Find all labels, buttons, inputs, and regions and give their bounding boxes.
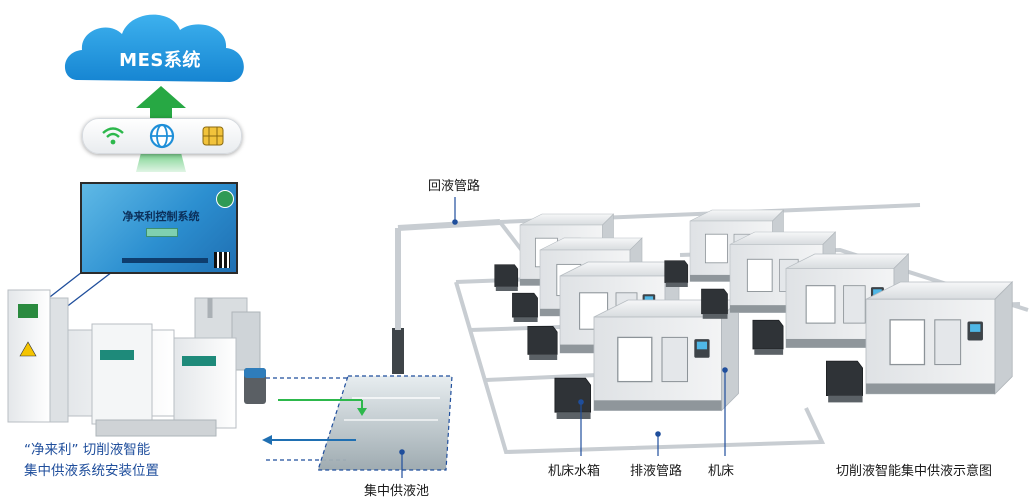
qr-code-icon xyxy=(214,252,230,268)
control-system-screen: 净来利控制系统 xyxy=(80,182,238,274)
screen-footer-bar xyxy=(122,258,208,263)
mes-cloud xyxy=(64,14,244,83)
machine-label: 机床 xyxy=(708,464,735,479)
supply-station xyxy=(7,289,348,461)
screen-login-button xyxy=(146,228,178,237)
brand-logo-icon xyxy=(216,190,234,208)
mes-cloud-label: MES系统 xyxy=(119,50,201,71)
connectivity-panel xyxy=(82,118,242,154)
supply-pool xyxy=(317,219,501,471)
sim-card-icon xyxy=(202,126,224,146)
globe-icon xyxy=(149,123,175,149)
supply-pool-label: 集中供液池 xyxy=(364,484,430,499)
diagram-caption: 切削液智能集中供液示意图 xyxy=(836,464,993,479)
cnc-machine xyxy=(554,298,740,419)
wifi-icon xyxy=(102,127,124,145)
label-leaders xyxy=(399,197,728,478)
cnc-machine xyxy=(826,280,1014,403)
machines xyxy=(494,209,1014,419)
return-pipe-label: 回液管路 xyxy=(428,179,481,194)
control-screen-title: 净来利控制系统 xyxy=(122,210,200,223)
flow-arrows xyxy=(262,399,367,445)
machine-tank-label: 机床水箱 xyxy=(548,464,601,479)
install-location-line1: “净来利” 切削液智能 xyxy=(24,442,151,458)
install-location-line2: 集中供液系统安装位置 xyxy=(24,463,159,479)
drain-pipe-label: 排液管路 xyxy=(630,464,683,479)
